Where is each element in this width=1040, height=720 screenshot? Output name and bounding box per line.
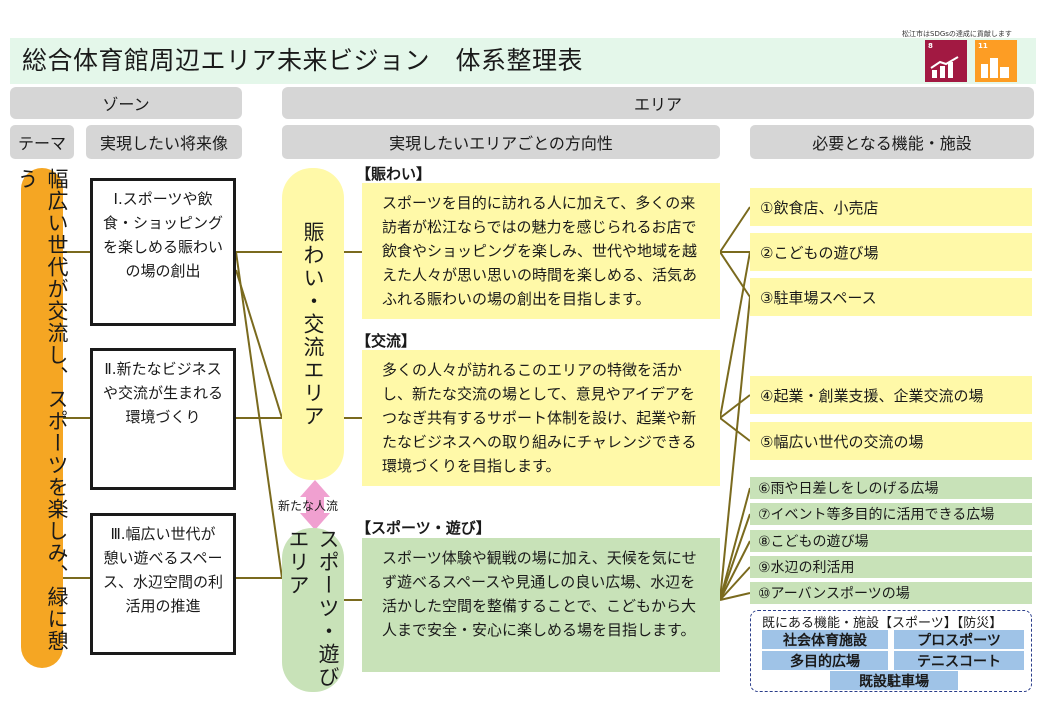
subheader-vision: 実現したい将来像 [86, 125, 242, 159]
flow-label: 新たな人流 [278, 499, 339, 513]
page-title: 総合体育館周辺エリア未来ビジョン 体系整理表 [22, 46, 584, 75]
existing-facilities-title: 既にある機能・施設【スポーツ】【防災】 [762, 616, 1003, 631]
section-desc-nigiwai: スポーツを目的に訪れる人に加えて、多くの来訪者が松江ならではの魅力を感じられるお… [362, 183, 720, 319]
existing-facilities-box [750, 610, 1032, 692]
header-area: エリア [282, 87, 1034, 119]
sdg-note: 松江市はSDGsの達成に貢献します [902, 30, 1012, 38]
header-zone: ゾーン [10, 87, 242, 119]
section-title-nigiwai: 【賑わい】 [356, 165, 432, 183]
sdg-goal-number: 11 [978, 42, 988, 50]
function-item-6: ⑥雨や日差しをしのげる広場 [750, 477, 1032, 499]
existing-item-4: テニスコート [894, 651, 1024, 670]
subheader-theme: テーマ [10, 125, 74, 159]
theme-pill: 幅広い世代が交流し、スポーツを楽しみ、緑に憩う [15, 168, 69, 668]
function-item-3: ③駐車場スペース [750, 278, 1032, 316]
sdg-goal-number: 8 [928, 42, 933, 50]
function-item-10: ⑩アーバンスポーツの場 [750, 582, 1032, 604]
zone-nigiwai-koryu: 賑わい・交流エリア [282, 168, 344, 480]
title-bar [10, 38, 1036, 84]
existing-item-2: プロスポーツ [894, 630, 1024, 649]
city-buildings-icon [981, 58, 1009, 78]
vision-box-3: Ⅲ.幅広い世代が憩い遊べるスペース、水辺空間の利活用の推進 [90, 513, 236, 655]
function-item-8: ⑧こどもの遊び場 [750, 530, 1032, 552]
growth-chart-icon [930, 56, 959, 78]
function-item-1: ①飲食店、小売店 [750, 188, 1032, 226]
function-item-4: ④起業・創業支援、企業交流の場 [750, 376, 1032, 414]
function-item-9: ⑨水辺の利活用 [750, 556, 1032, 578]
section-desc-koryu: 多くの人々が訪れるこのエリアの特徴を活かし、新たな交流の場として、意見やアイデア… [362, 350, 720, 486]
existing-item-1: 社会体育施設 [762, 630, 888, 649]
zone-sports-asobi: スポーツ・遊びエリア [282, 528, 344, 692]
existing-item-3: 多目的広場 [762, 651, 888, 670]
section-desc-sports: スポーツ体験や観戦の場に加え、天候を気にせず遊べるスペースや見通しの良い広場、水… [362, 538, 720, 672]
function-item-2: ②こどもの遊び場 [750, 233, 1032, 271]
subheader-functions: 必要となる機能・施設 [750, 125, 1034, 159]
subheader-direction: 実現したいエリアごとの方向性 [282, 125, 720, 159]
vision-box-2: Ⅱ.新たなビジネスや交流が生まれる環境づくり [90, 348, 236, 490]
function-item-5: ⑤幅広い世代の交流の場 [750, 422, 1032, 460]
sdg-goal-11-icon: 11 [975, 40, 1017, 82]
section-title-sports: 【スポーツ・遊び】 [356, 519, 491, 537]
vision-box-1: Ⅰ.スポーツや飲食・ショッピングを楽しめる賑わいの場の創出 [90, 178, 236, 326]
function-item-7: ⑦イベント等多目的に活用できる広場 [750, 503, 1032, 525]
section-title-koryu: 【交流】 [356, 332, 417, 350]
existing-item-5: 既設駐車場 [830, 671, 958, 690]
sdg-goal-8-icon: 8 [925, 40, 967, 82]
